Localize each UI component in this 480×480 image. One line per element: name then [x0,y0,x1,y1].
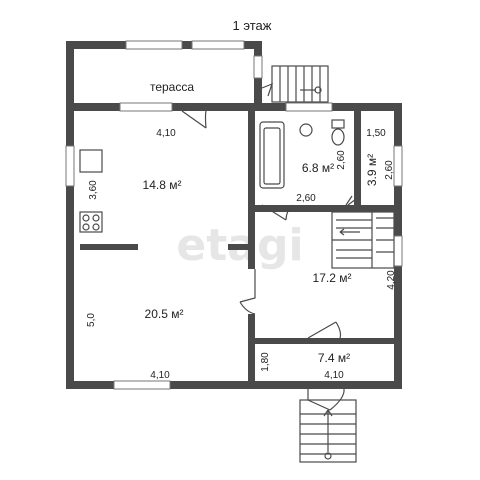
stove-icon [79,211,103,233]
windows [65,40,403,390]
fixtures [79,119,345,233]
storage-width: 1,50 [366,128,386,139]
fridge-icon [79,149,103,173]
interior-walls [80,111,394,389]
hall-area: 17.2 м² [313,271,352,285]
outer-walls [66,41,402,389]
interior-staircase [331,211,395,269]
terrace-steps [271,65,329,103]
doors [181,82,361,411]
storage-area: 3.9 м² [365,154,379,186]
sink-icon [299,123,313,137]
bathroom-depth: 2,60 [336,150,347,170]
vestibule-area: 7.4 м² [318,351,350,365]
toilet-icon [331,119,345,129]
vestibule-width: 4,10 [324,370,344,381]
kitchen-area: 14.8 м² [143,178,182,192]
floor-title: 1 этаж [233,18,272,33]
vestibule-depth: 1,80 [260,352,271,372]
living-depth: 5,0 [86,313,97,327]
kitchen-depth: 3,60 [88,180,99,200]
kitchen-width: 4,10 [156,128,176,139]
living-area: 20.5 м² [145,307,184,321]
hall-depth: 4,20 [386,270,397,290]
bathroom-width: 2,60 [296,193,316,204]
living-width: 4,10 [150,370,170,381]
terrace-label: терасса [150,80,194,94]
bathtub-icon [259,121,285,189]
bathroom-area: 6.8 м² [302,161,334,175]
storage-depth: 2,60 [384,160,395,180]
entrance-steps [299,399,357,463]
